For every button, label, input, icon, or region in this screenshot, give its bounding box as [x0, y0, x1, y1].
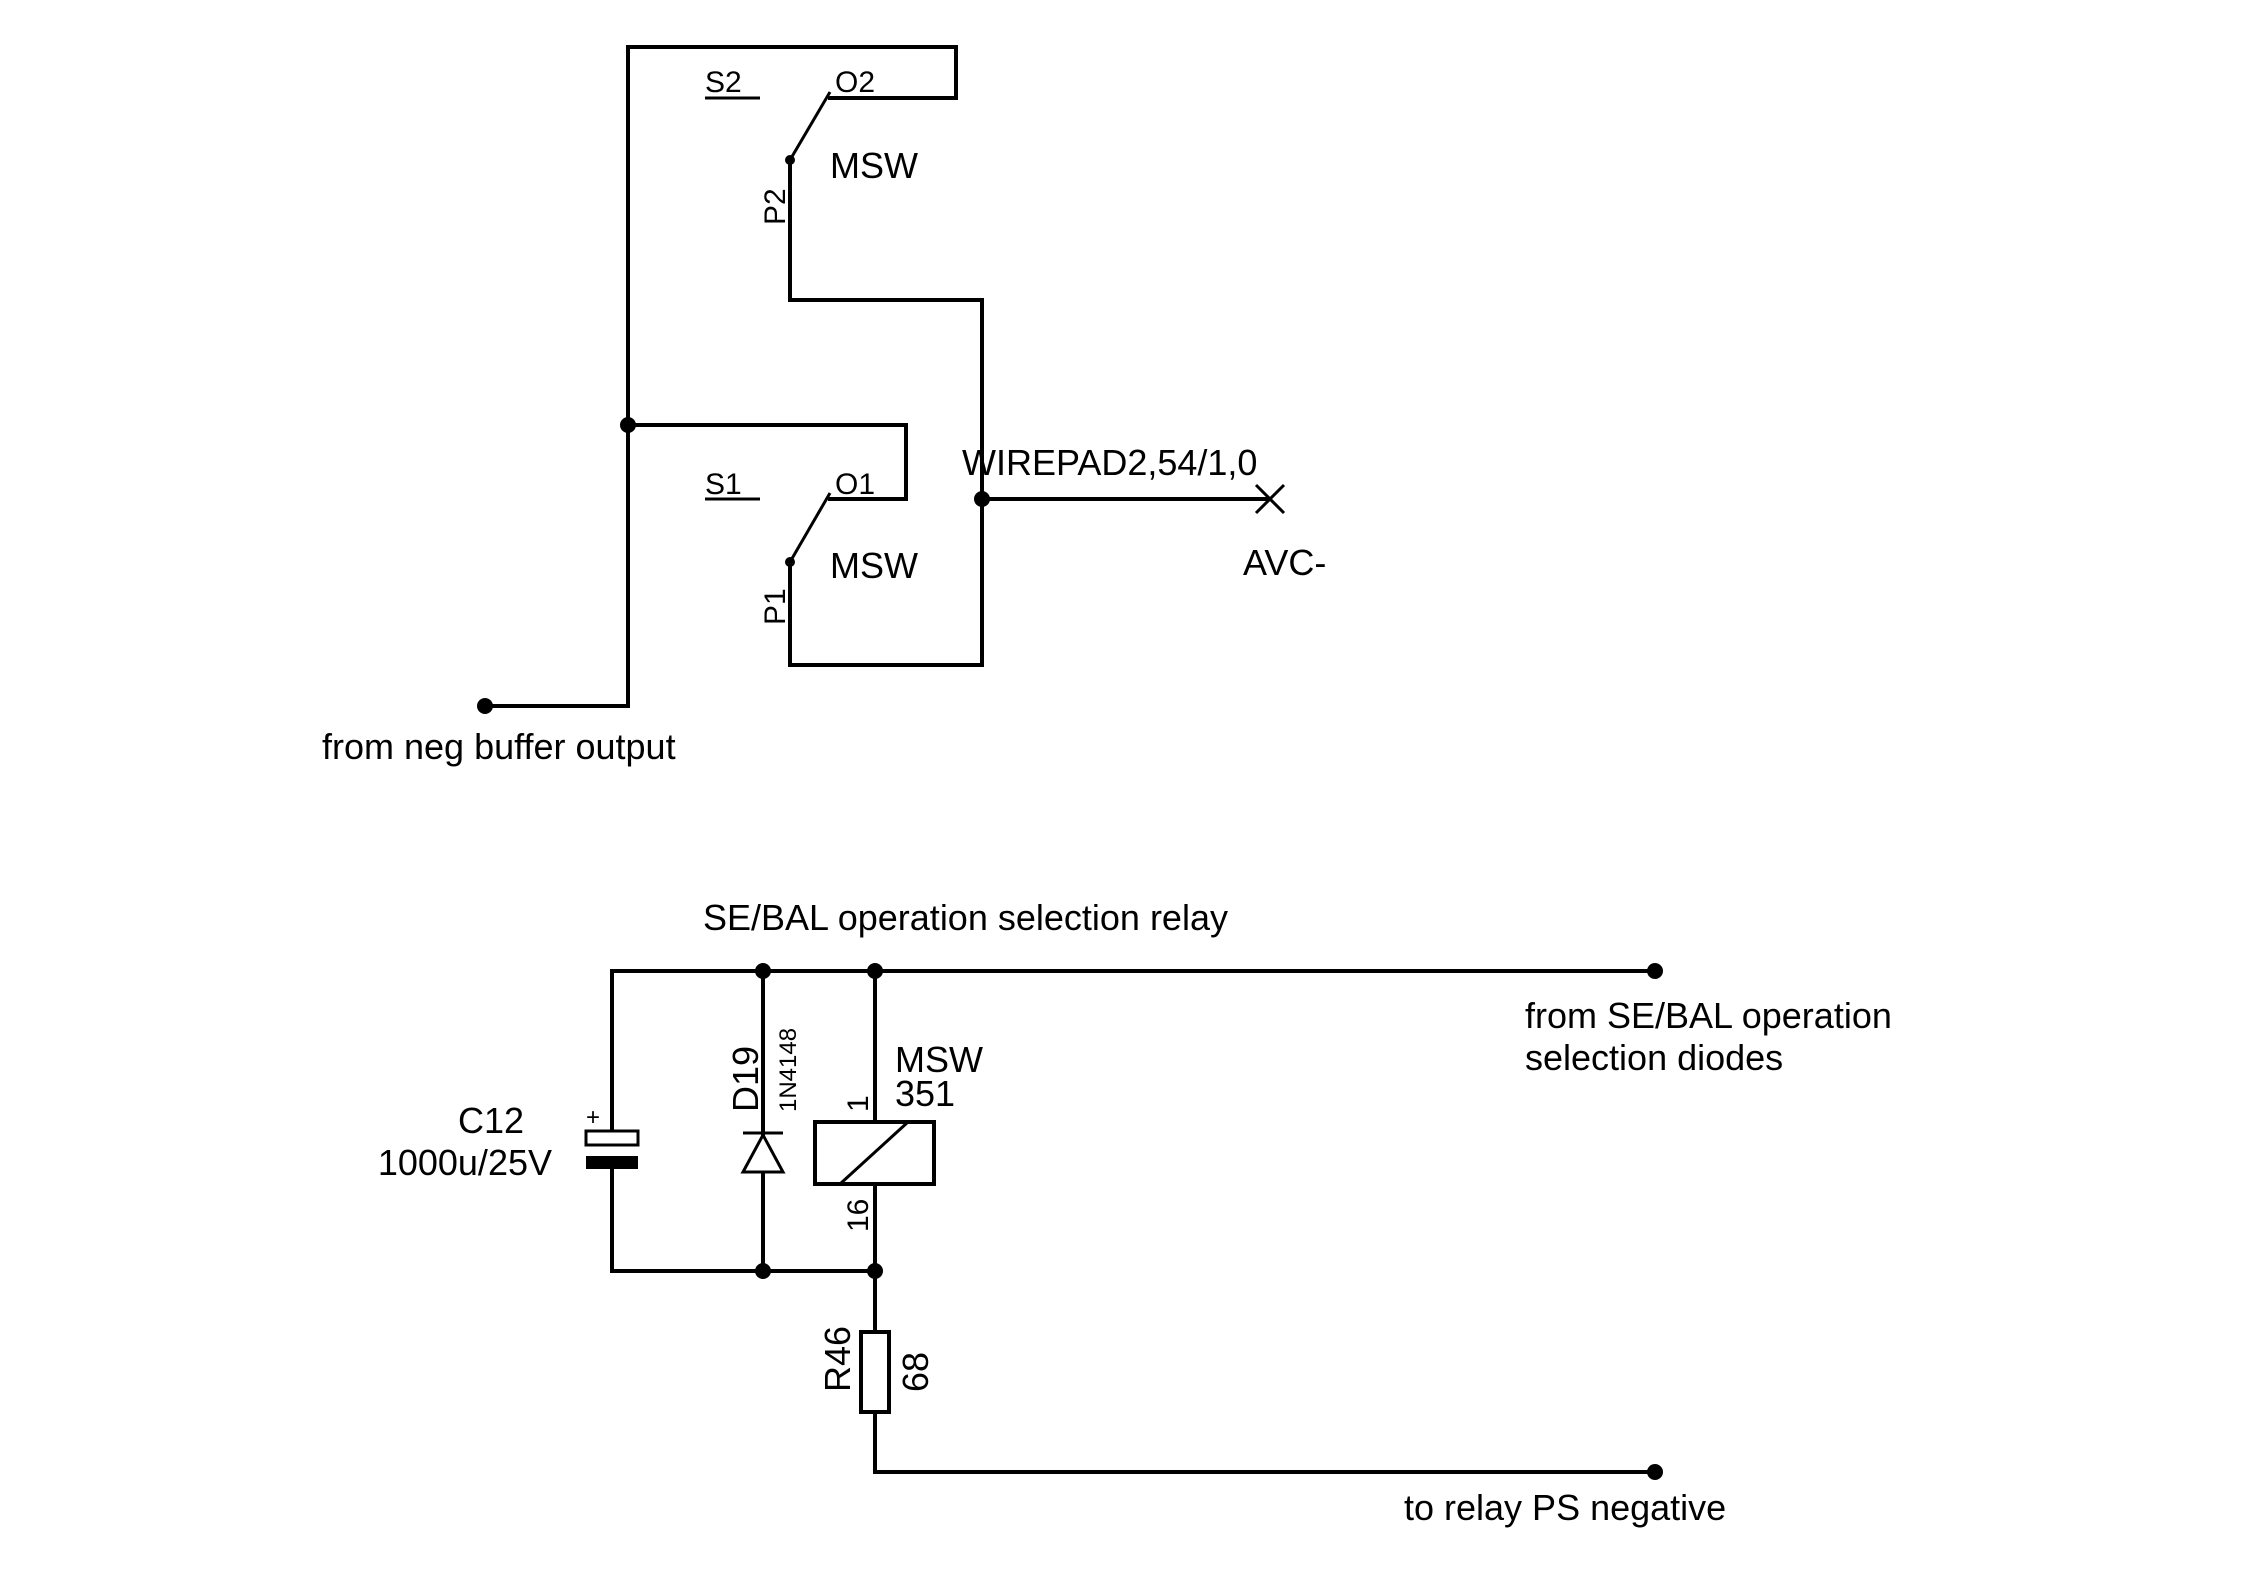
switch-msw-upper [788, 91, 832, 161]
contact-p1 [785, 557, 795, 567]
label-c12: C12 [458, 1100, 524, 1141]
label-avc: AVC- [1243, 542, 1326, 583]
label-r46: R46 [817, 1326, 858, 1392]
junction-top-diode [755, 963, 771, 979]
terminal-neg-buffer [477, 698, 493, 714]
label-pin-16: 16 [842, 1199, 875, 1232]
terminal-from-sebal [1647, 963, 1663, 979]
junction-wirepad [974, 491, 990, 507]
junction-bus [620, 417, 636, 433]
contact-p2 [785, 155, 795, 165]
label-from-sebal-2: selection diodes [1525, 1037, 1783, 1078]
label-p1: P1 [759, 588, 792, 625]
terminal-relay-ps [1647, 1464, 1663, 1480]
label-d19: D19 [725, 1046, 766, 1112]
resistor-r46 [859, 1330, 891, 1414]
label-msw-upper: MSW [830, 145, 918, 186]
capacitor-c12 [584, 1129, 640, 1169]
diode-d19 [740, 1131, 786, 1174]
relay-coil-msw [813, 1120, 936, 1186]
label-from-neg-buffer: from neg buffer output [322, 726, 676, 767]
label-msw-lower: MSW [830, 545, 918, 586]
wire-o1-loop [626, 423, 908, 501]
label-d19-value: 1N4148 [775, 1028, 802, 1112]
wire-p2-run [788, 158, 984, 667]
label-s1: S1 [705, 468, 742, 501]
label-to-relay-ps: to relay PS negative [1404, 1487, 1726, 1528]
label-c12-value: 1000u/25V [378, 1142, 552, 1183]
label-relay-351: 351 [895, 1073, 955, 1114]
switch-msw-lower [788, 492, 832, 563]
relay-title: SE/BAL operation selection relay [703, 897, 1228, 938]
junction-bottom-diode [755, 1263, 771, 1279]
switch-network: S2 O2 MSW P2 S1 O1 MSW P1 WIREPAD2,54/1,… [322, 45, 1326, 767]
label-r46-value: 68 [895, 1352, 936, 1392]
label-from-sebal-1: from SE/BAL operation [1525, 995, 1892, 1036]
wirepad-x-icon [1254, 483, 1286, 515]
wire-main-bus [483, 45, 630, 708]
junction-top-relay [867, 963, 883, 979]
cap-plus-sign: + [586, 1104, 600, 1131]
wire-o2-loop [626, 45, 958, 100]
label-msw-relay: MSW [895, 1039, 983, 1080]
label-pin-1: 1 [842, 1095, 875, 1112]
label-p2: P2 [759, 188, 792, 225]
relay-circuit: SE/BAL operation selection relay + [378, 897, 1892, 1528]
junction-bottom-relay [867, 1263, 883, 1279]
label-o2: O2 [835, 66, 875, 99]
label-wirepad: WIREPAD2,54/1,0 [962, 442, 1257, 483]
label-s2: S2 [705, 66, 742, 99]
label-o1: O1 [835, 468, 875, 501]
